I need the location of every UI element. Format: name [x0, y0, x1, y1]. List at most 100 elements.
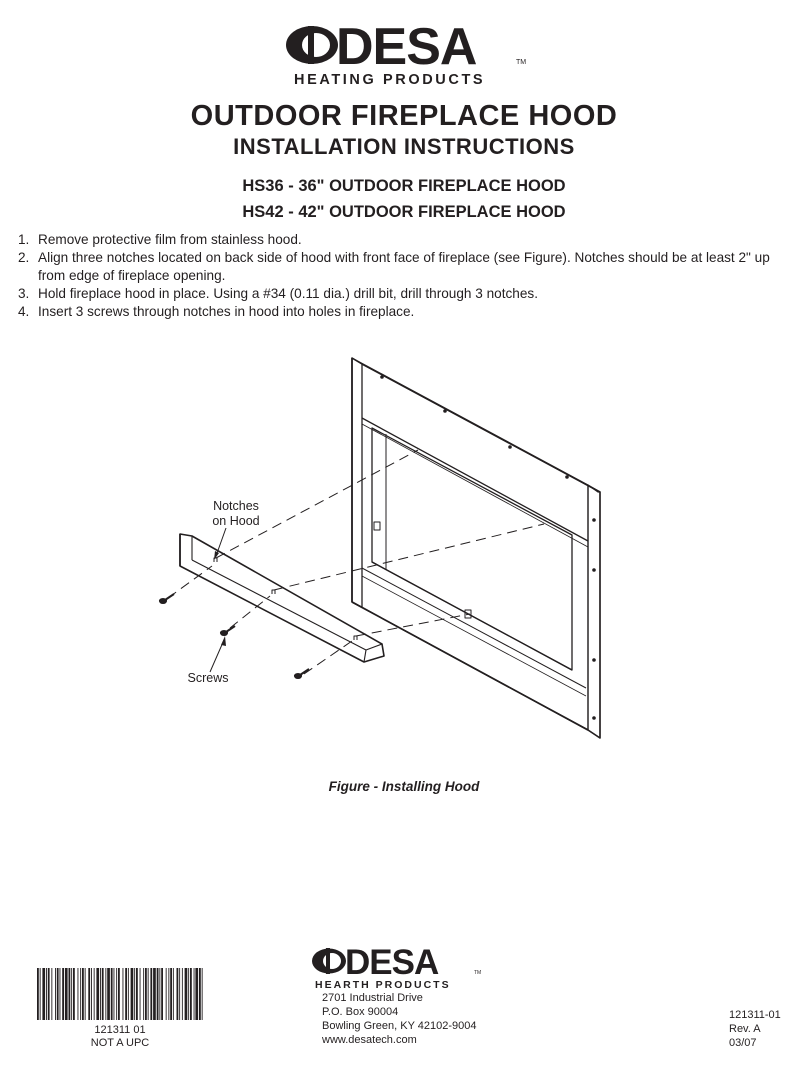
barcode-bar — [64, 968, 68, 1020]
barcode-bar — [46, 968, 47, 1020]
barcode-bar — [73, 968, 75, 1020]
desa-logo-mark: DESA TM HEATING PRODUCTS — [286, 18, 526, 88]
barcode-number: 121311 01 — [94, 1024, 146, 1036]
barcode-bar — [47, 968, 50, 1020]
barcode-bar — [147, 968, 149, 1020]
barcode-bar — [122, 968, 124, 1020]
barcode-bar — [107, 968, 110, 1020]
barcode-bar — [184, 968, 188, 1020]
barcode-bar — [118, 968, 120, 1020]
barcode-bar — [139, 968, 141, 1020]
document-date: 03/07 — [729, 1037, 757, 1049]
figure-caption: Figure - Installing Hood — [328, 779, 480, 794]
footer-logo-subtitle: HEARTH PRODUCTS — [315, 979, 451, 991]
address-line: 2701 Industrial Drive — [322, 992, 423, 1004]
barcode-bar — [93, 968, 95, 1020]
barcode-bar — [168, 968, 170, 1020]
barcode-bar — [62, 968, 64, 1020]
barcode-bar — [55, 968, 56, 1020]
barcode-bar — [91, 968, 92, 1020]
document-info: 121311-01 Rev. A 03/07 — [729, 1008, 781, 1050]
barcode-bar — [96, 968, 100, 1020]
barcode-bar — [190, 968, 192, 1020]
barcode-bar — [150, 968, 153, 1020]
barcode-note: NOT A UPC — [90, 1037, 150, 1049]
step-text: Align three notches located on back side… — [38, 250, 770, 283]
step-number: 2. — [18, 250, 30, 265]
barcode-bar — [193, 968, 195, 1020]
document-revision: Rev. A — [729, 1023, 761, 1035]
barcode-bar — [199, 968, 201, 1020]
barcode-bar — [176, 968, 179, 1020]
screw-2 — [219, 625, 236, 637]
footer-logo-tm: TM — [474, 970, 481, 976]
barcode-bar — [56, 968, 59, 1020]
desa-logo: DESA TM HEATING PRODUCTS — [284, 18, 534, 90]
barcode-bar — [105, 968, 107, 1020]
document-number: 121311-01 — [729, 1009, 781, 1021]
notches-label-line2: on Hood — [212, 514, 260, 528]
step-number: 3. — [18, 286, 30, 301]
step-text: Hold fireplace hood in place. Using a #3… — [38, 286, 538, 301]
address-line: Bowling Green, KY 42102-9004 — [322, 1020, 477, 1032]
step-item: 3. Hold fireplace hood in place. Using a … — [18, 285, 798, 303]
barcode-bar — [77, 968, 79, 1020]
logo-tm: TM — [516, 59, 526, 66]
logo-subtitle: HEATING PRODUCTS — [294, 72, 485, 88]
fireplace-frame — [351, 357, 601, 739]
website-link: www.desatech.com — [322, 1034, 417, 1046]
barcode-bar — [68, 968, 71, 1020]
page-subtitle: INSTALLATION INSTRUCTIONS — [233, 134, 575, 159]
barcode-bar — [172, 968, 174, 1020]
barcode-bar — [80, 968, 82, 1020]
logo-wordmark: DESA — [336, 20, 477, 76]
step-text: Remove protective film from stainless ho… — [38, 232, 302, 247]
barcode-bar — [161, 968, 163, 1020]
barcode-bar — [159, 968, 161, 1020]
barcode-bar — [100, 968, 101, 1020]
barcode-bar — [127, 968, 129, 1020]
barcode-bar — [170, 968, 172, 1020]
barcode-bar — [116, 968, 118, 1020]
model-line-hs36: HS36 - 36" OUTDOOR FIREPLACE HOOD — [242, 177, 566, 195]
barcode-bar — [153, 968, 156, 1020]
screw-1 — [158, 593, 175, 605]
step-number: 4. — [18, 304, 30, 319]
barcode-bar — [188, 968, 190, 1020]
barcode-bar — [134, 968, 136, 1020]
barcode-bar — [88, 968, 91, 1020]
barcode-bar — [51, 968, 53, 1020]
footer-logo-wordmark: DESA — [345, 944, 439, 982]
barcode-bar — [110, 968, 113, 1020]
barcode-bar — [156, 968, 159, 1020]
barcode-bar — [201, 968, 203, 1020]
barcode-bar — [145, 968, 147, 1020]
step-item: 2. Align three notches located on back si… — [18, 249, 798, 285]
step-number: 1. — [18, 232, 30, 247]
instruction-steps: 1. Remove protective film from stainless … — [18, 231, 798, 321]
company-address: 2701 Industrial Drive P.O. Box 90004 Bow… — [322, 991, 477, 1047]
barcode-bar — [82, 968, 84, 1020]
barcode-bar — [195, 968, 199, 1020]
barcode-bar — [113, 968, 115, 1020]
barcode-bar — [136, 968, 138, 1020]
model-line-hs42: HS42 - 42" OUTDOOR FIREPLACE HOOD — [242, 203, 566, 221]
page-title: OUTDOOR FIREPLACE HOOD — [190, 100, 618, 132]
barcode-bar — [165, 968, 167, 1020]
barcode-bar — [179, 968, 181, 1020]
barcode-bar — [37, 968, 39, 1020]
screws-label: Screws — [187, 671, 229, 685]
desa-hearth-logo: DESA TM HEARTH PRODUCTS — [311, 943, 491, 992]
barcode — [37, 968, 203, 1020]
screw-3 — [293, 668, 310, 680]
step-item: 4.Insert 3 screws through notches in hoo… — [18, 303, 798, 321]
barcode-bar — [181, 968, 183, 1020]
barcode-bar — [130, 968, 134, 1020]
barcode-bar — [42, 968, 46, 1020]
notches-label: Notches on Hood — [196, 499, 276, 529]
barcode-bar — [71, 968, 73, 1020]
desa-hearth-logo-mark: DESA TM HEARTH PRODUCTS — [312, 943, 481, 991]
barcode-bar — [84, 968, 86, 1020]
address-line: P.O. Box 90004 — [322, 1006, 399, 1018]
